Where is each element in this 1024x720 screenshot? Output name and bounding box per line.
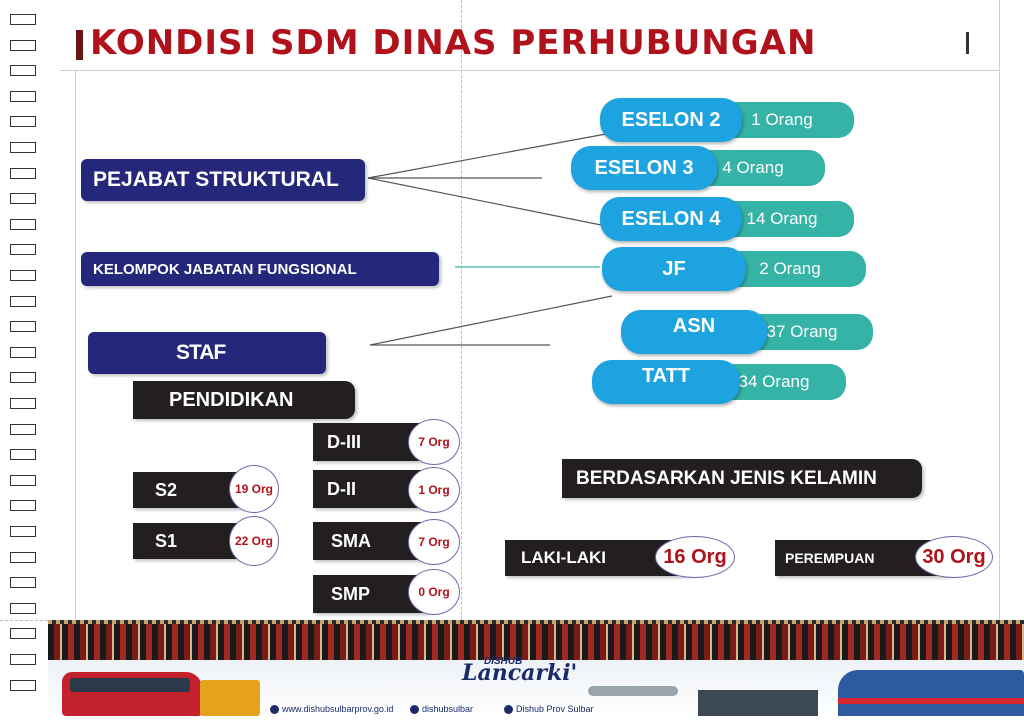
position-label: TATT xyxy=(592,360,740,404)
category-jenis-kelamin: BERDASARKAN JENIS KELAMIN xyxy=(562,459,922,498)
notebook-ring xyxy=(10,295,36,307)
footer-link-facebook[interactable]: Dishub Prov Sulbar xyxy=(504,704,594,714)
notebook-ring xyxy=(10,39,36,51)
bus-window xyxy=(70,678,190,692)
notebook-ring xyxy=(10,602,36,614)
notebook-ring xyxy=(10,500,36,512)
position-asn: 37 Orang ASN xyxy=(621,310,873,354)
position-jf: 2 Orang JF xyxy=(602,247,866,291)
notebook-ring xyxy=(10,577,36,589)
notebook-ring xyxy=(10,270,36,281)
notebook-ring xyxy=(10,244,36,256)
footer-weave-edge xyxy=(48,620,1024,626)
train-illustration xyxy=(838,670,1024,716)
notebook-ring xyxy=(10,218,36,230)
notebook-ring xyxy=(10,167,36,179)
frame-line-left xyxy=(75,70,76,620)
position-label: ESELON 2 xyxy=(600,98,742,142)
connector-eselon2 xyxy=(367,133,607,179)
category-staf-label: STAF xyxy=(176,341,226,364)
footer-link-website[interactable]: www.dishubsulbarprov.go.id xyxy=(270,704,393,714)
connector-eselon4 xyxy=(367,177,607,227)
education-label: S2 xyxy=(155,479,178,500)
dishub-logo: Lancarki' xyxy=(462,660,578,686)
truck-illustration xyxy=(200,680,260,716)
notebook-ring xyxy=(10,321,36,333)
notebook-rings xyxy=(10,14,36,704)
position-label: JF xyxy=(602,247,746,291)
connector-asn xyxy=(369,295,613,346)
gender-count: 30 Org xyxy=(915,536,993,578)
education-label: SMP xyxy=(331,583,371,604)
globe-icon xyxy=(270,704,279,714)
gender-count: 16 Org xyxy=(655,536,735,578)
education-label: D-II xyxy=(327,478,356,499)
position-count: 34 Orang xyxy=(702,364,846,400)
footer-link-text: dishubsulbar xyxy=(422,704,474,714)
notebook-ring xyxy=(10,346,36,358)
notebook-ring xyxy=(10,372,36,384)
category-kelompok-fungsional: KELOMPOK JABATAN FUNGSIONAL xyxy=(81,252,439,286)
position-label: ESELON 3 xyxy=(571,146,717,190)
category-pejabat-label: PEJABAT STRUKTURAL xyxy=(93,168,339,191)
frame-line-right xyxy=(999,0,1000,620)
category-pendidikan: PENDIDIKAN xyxy=(133,381,355,419)
education-count: 22 Org xyxy=(229,516,279,566)
footer-link-instagram[interactable]: dishubsulbar xyxy=(410,704,473,714)
category-pendidikan-label: PENDIDIKAN xyxy=(169,388,294,411)
notebook-ring xyxy=(10,679,36,691)
education-count: 7 Org xyxy=(408,419,460,465)
instagram-icon xyxy=(410,704,419,714)
notebook-ring xyxy=(10,116,36,128)
education-count: 0 Org xyxy=(408,569,460,615)
position-eselon-4: 14 Orang ESELON 4 xyxy=(600,197,854,241)
notebook-ring xyxy=(10,551,36,563)
gender-label: LAKI-LAKI xyxy=(521,548,606,567)
facebook-icon xyxy=(504,704,513,714)
notebook-ring xyxy=(10,65,36,77)
footer-banner: DISHUB Lancarki' www.dishubsulbarprov.go… xyxy=(48,620,1024,720)
notebook-ring xyxy=(10,449,36,461)
notebook-ring xyxy=(10,90,36,102)
notebook-ring xyxy=(10,628,36,640)
education-count: 19 Org xyxy=(229,465,279,513)
notebook-ring xyxy=(10,526,36,537)
ship-illustration xyxy=(698,690,818,716)
plane-illustration xyxy=(588,686,678,696)
footer-weave-pattern xyxy=(48,624,1024,660)
position-label: ESELON 4 xyxy=(600,197,742,241)
notebook-ring xyxy=(10,142,36,153)
category-staf: STAF xyxy=(88,332,326,374)
notebook-ring xyxy=(10,398,36,409)
education-label: SMA xyxy=(331,530,371,551)
category-pejabat-struktural: PEJABAT STRUKTURAL xyxy=(81,159,365,201)
education-count: 1 Org xyxy=(408,467,460,513)
position-tatt: 34 Orang TATT xyxy=(592,360,846,404)
footer-link-text: www.dishubsulbarprov.go.id xyxy=(282,704,394,714)
education-count: 7 Org xyxy=(408,519,460,565)
dishub-logo-top: DISHUB xyxy=(484,656,523,667)
notebook-ring xyxy=(10,193,36,205)
footer-link-text: Dishub Prov Sulbar xyxy=(516,704,594,714)
title-accent-bar xyxy=(76,30,83,60)
position-label: ASN xyxy=(621,310,767,354)
category-gender-label: BERDASARKAN JENIS KELAMIN xyxy=(576,467,877,489)
page-title: KONDISI SDM DINAS PERHUBUNGAN xyxy=(90,23,817,63)
notebook-ring xyxy=(10,14,36,25)
notebook-ring xyxy=(10,654,36,665)
notebook-ring xyxy=(10,423,36,435)
education-label: D-III xyxy=(327,431,361,452)
position-eselon-2: 1 Orang ESELON 2 xyxy=(600,98,854,142)
train-stripe xyxy=(838,698,1024,704)
category-fungsional-label: KELOMPOK JABATAN FUNGSIONAL xyxy=(93,260,357,278)
education-label: S1 xyxy=(155,530,178,551)
notebook-ring xyxy=(10,474,36,486)
frame-line-top xyxy=(60,70,1000,71)
guide-vertical xyxy=(461,0,462,720)
gender-label: PEREMPUAN xyxy=(785,550,875,566)
position-eselon-3: 4 Orang ESELON 3 xyxy=(571,146,825,190)
title-end-mark xyxy=(966,32,969,54)
